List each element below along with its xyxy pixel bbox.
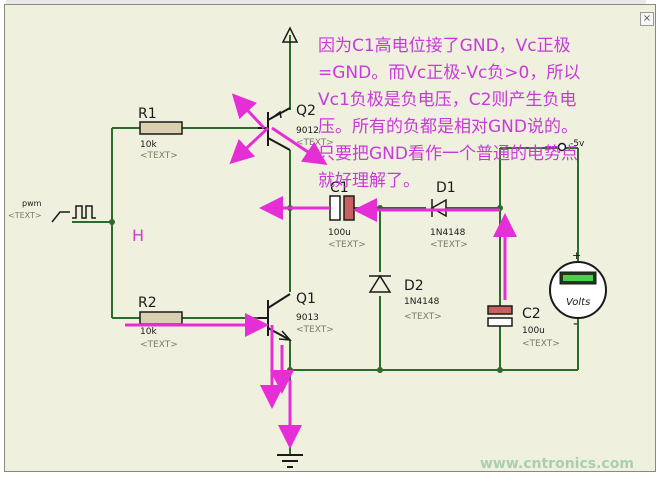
q2-value: 9012 [296, 126, 319, 136]
close-icon[interactable]: × [640, 12, 654, 26]
q1-text: <TEXT> [296, 325, 334, 335]
annotation-text: 因为C1高电位接了GND，Vc正极 =GND。而Vc正极-Vc负>0，所以 Vc… [318, 33, 664, 195]
r1-text: <TEXT> [140, 151, 178, 161]
q1-ref: Q1 [296, 291, 316, 307]
r2-body[interactable] [139, 311, 183, 325]
d2-ref: D2 [404, 278, 424, 294]
c2-value: 100u [522, 326, 545, 336]
window-top-strip [6, 0, 646, 6]
voltmeter-reading: -5v [570, 139, 585, 149]
q2-ref: Q2 [296, 103, 316, 119]
d2-value: 1N4148 [404, 297, 440, 307]
voltmeter-plus: + [572, 249, 581, 262]
annotation-line: 只要把GND看作一个普通的电势点 [318, 144, 578, 164]
d2-text: <TEXT> [404, 312, 442, 322]
c1-text: <TEXT> [328, 240, 366, 250]
c1-capacitor[interactable] [329, 195, 355, 221]
annotation-line: =GND。而Vc正极-Vc负>0，所以 [318, 63, 581, 83]
pwm-text: <TEXT> [8, 211, 42, 220]
d1-value: 1N4148 [430, 228, 466, 238]
c1-value: 100u [328, 228, 351, 238]
r2-text: <TEXT> [140, 340, 178, 350]
ground-symbol [277, 454, 303, 468]
r1-value: 10k [140, 140, 157, 150]
d1-diode[interactable] [430, 198, 447, 218]
pwm-source-icon [51, 205, 96, 223]
voltmeter[interactable] [549, 261, 607, 319]
d1-ref: D1 [436, 180, 456, 196]
r2-ref: R2 [138, 295, 157, 311]
c2-ref: C2 [522, 306, 541, 322]
c1-ref: C1 [330, 180, 349, 196]
d1-text: <TEXT> [430, 240, 468, 250]
q1-value: 9013 [296, 313, 319, 323]
voltmeter-minus: - [573, 316, 578, 332]
annotation-line: 就好理解了。 [318, 171, 420, 191]
annotation-line: 压。所有的负都是相对GND说的。 [318, 117, 578, 137]
voltmeter-probe-icon [557, 142, 567, 152]
voltmeter-label: Volts [566, 297, 590, 308]
c2-capacitor[interactable] [487, 305, 513, 327]
annotation-line: 因为C1高电位接了GND，Vc正极 [318, 36, 571, 56]
q1-transistor[interactable] [258, 293, 292, 341]
pwm-label: pwm [22, 199, 42, 208]
current-arrows [125, 93, 517, 449]
c2-text: <TEXT> [522, 339, 560, 349]
r1-ref: R1 [138, 106, 157, 122]
vcc-terminal [281, 26, 299, 43]
annotation-line: Vc1负极是负电压，C2则产生负电 [318, 90, 577, 110]
r2-value: 10k [140, 327, 157, 337]
node-label-h: H [132, 226, 144, 245]
watermark: www.cntronics.com [480, 456, 634, 472]
r1-body[interactable] [139, 121, 183, 135]
d2-diode[interactable] [368, 274, 392, 293]
